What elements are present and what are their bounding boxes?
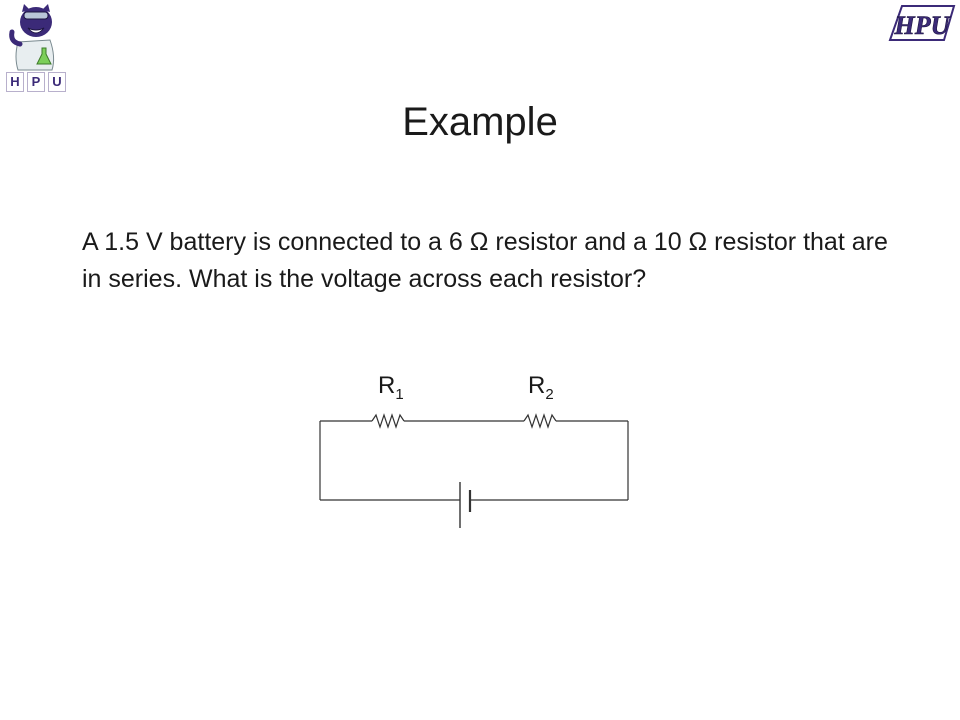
resistor-zigzag-icon <box>523 413 557 429</box>
letter-block: U <box>48 72 66 92</box>
resistor-label-r2: R2 <box>528 372 554 403</box>
hpu-mascot-logo: H P U <box>4 2 66 94</box>
hpu-letter-blocks: H P U <box>6 72 66 94</box>
letter-block: H <box>6 72 24 92</box>
battery-symbol-icon <box>459 482 472 528</box>
panther-mascot-icon <box>9 4 55 71</box>
hpu-script-logo: HPU <box>884 2 956 46</box>
hpu-script-logo-icon: HPU <box>888 5 956 41</box>
resistor-label-r1: R1 <box>378 372 404 403</box>
problem-text: A 1.5 V battery is connected to a 6 Ω re… <box>82 228 888 293</box>
slide-title: Example <box>402 100 558 144</box>
hpu-logo-text: HPU <box>894 11 951 40</box>
letter-block: P <box>27 72 45 92</box>
series-circuit-diagram: R1 R2 <box>319 372 629 528</box>
resistor-zigzag-icon <box>371 413 405 429</box>
